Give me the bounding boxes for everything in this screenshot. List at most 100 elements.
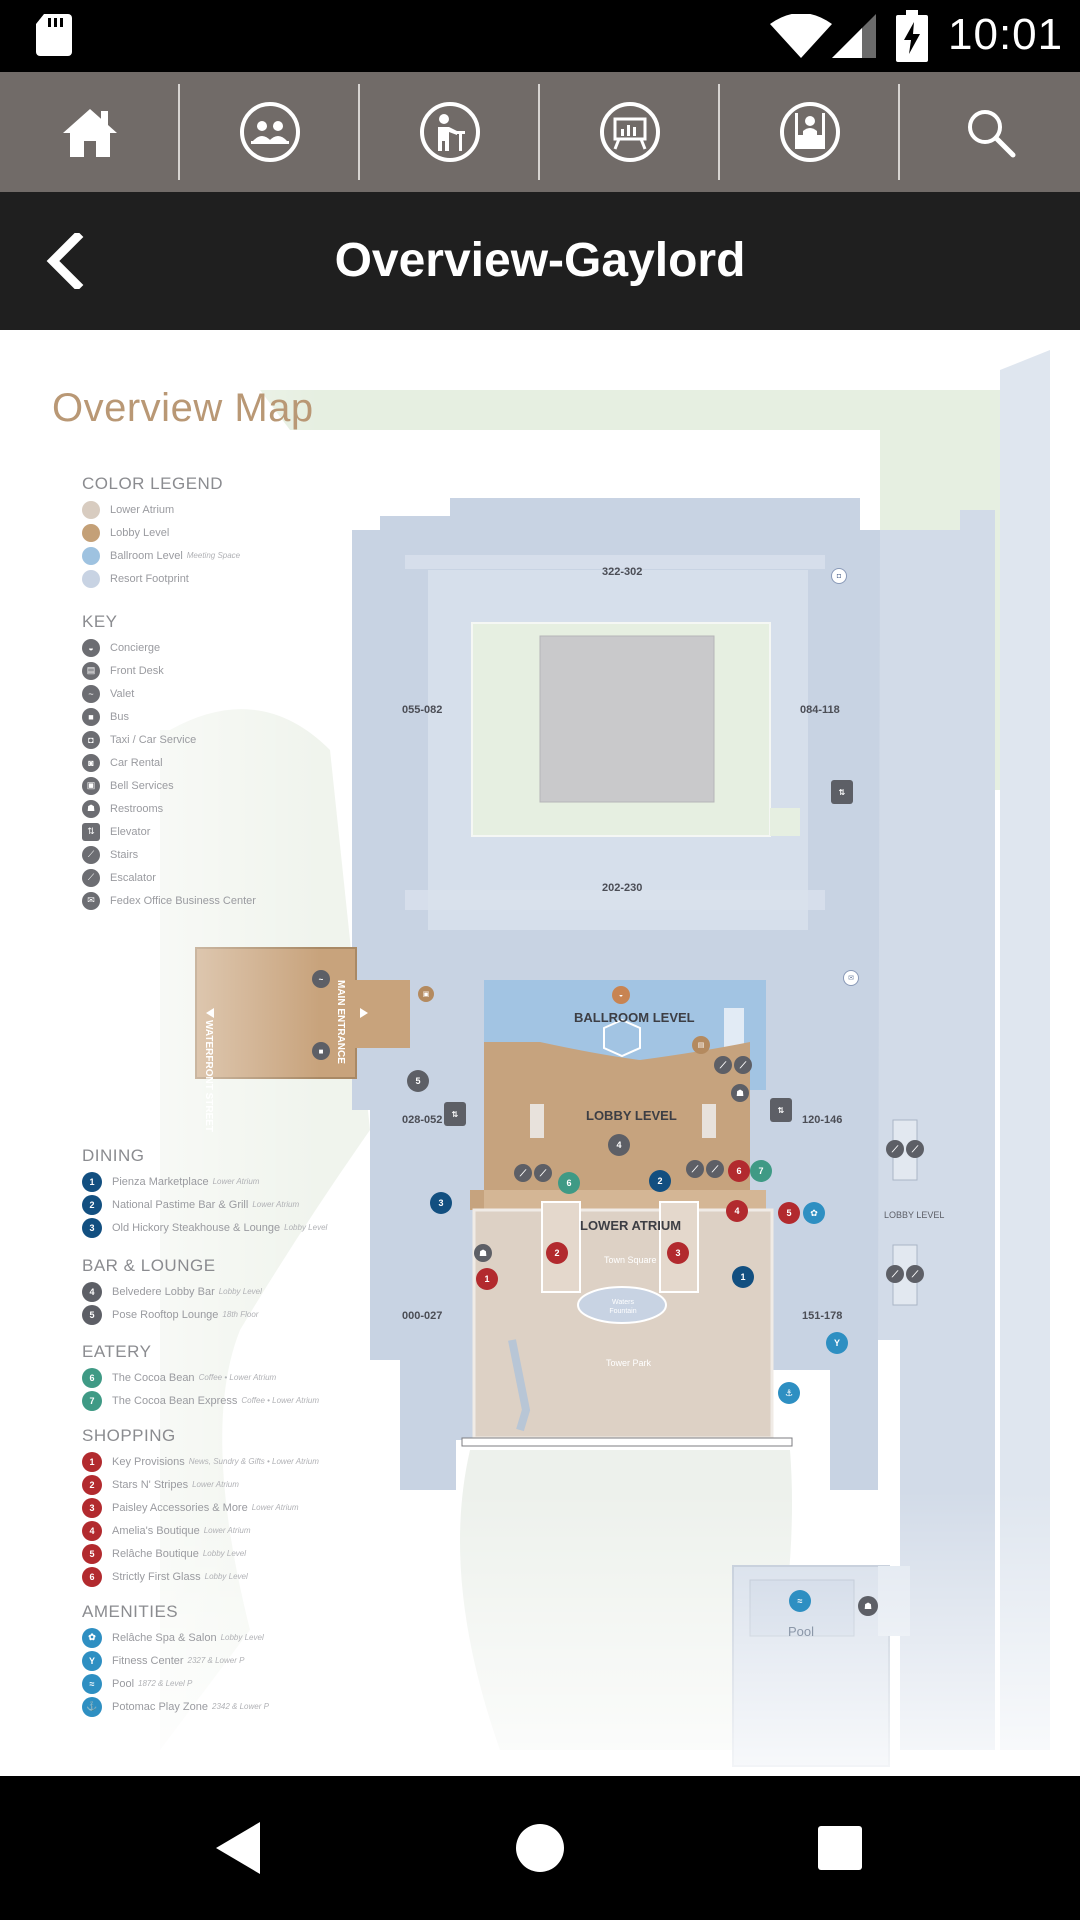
- stairs-pin[interactable]: ⟋: [714, 1056, 732, 1074]
- main-entrance-label: MAIN ENTRANCE: [335, 980, 346, 1064]
- toolbar-sessions-button[interactable]: [540, 72, 720, 192]
- square-recents-icon: [818, 1826, 862, 1870]
- key-row: ✉Fedex Office Business Center: [82, 889, 256, 912]
- toolbar-attendees-button[interactable]: [180, 72, 360, 192]
- nav-recents-button[interactable]: [798, 1806, 882, 1890]
- lower-atrium-label[interactable]: LOWER ATRIUM: [580, 1218, 682, 1233]
- concierge-pin[interactable]: ◒: [612, 986, 630, 1004]
- spa-pin[interactable]: ✿: [803, 1202, 825, 1224]
- eatery-pin-6[interactable]: 6: [558, 1172, 580, 1194]
- shop-pin-4[interactable]: 4: [726, 1200, 748, 1222]
- elevator-icon: ⇅: [82, 822, 100, 841]
- presentation-icon: [600, 102, 660, 162]
- item-note: Lower Atrium: [252, 1200, 300, 1209]
- key-label: Taxi / Car Service: [110, 733, 197, 746]
- stairs-pin[interactable]: ⟋: [886, 1140, 904, 1158]
- shop-pin-1[interactable]: 1: [476, 1268, 498, 1290]
- rooms-label-right-lower: 151-178: [802, 1310, 843, 1322]
- system-nav-bar: [0, 1776, 1080, 1920]
- item-label: Stars N' Stripes: [112, 1478, 189, 1491]
- escalator-pin[interactable]: ⟋: [734, 1056, 752, 1074]
- dining-pin-2[interactable]: 2: [649, 1170, 671, 1192]
- nav-home-button[interactable]: [498, 1806, 582, 1890]
- front-desk-pin[interactable]: ▤: [692, 1036, 710, 1054]
- stairs-pin[interactable]: ⟋: [686, 1160, 704, 1178]
- shopping-bag-icon: 6: [82, 1566, 102, 1587]
- escalator-pin[interactable]: ⟋: [906, 1265, 924, 1283]
- stairs-pin[interactable]: ⟋: [886, 1265, 904, 1283]
- lobby-level-side-label: LOBBY LEVEL: [884, 1210, 945, 1220]
- legend-label: Ballroom Level: [110, 549, 183, 562]
- cocktail-icon: 4: [82, 1281, 102, 1302]
- item-label: The Cocoa Bean: [112, 1371, 195, 1384]
- stairs-pin[interactable]: ⟋: [514, 1164, 532, 1182]
- item-label: Fitness Center: [112, 1654, 184, 1667]
- key-row: ⟋Escalator: [82, 866, 256, 889]
- bar-pin-4[interactable]: 4: [608, 1134, 630, 1156]
- fedex-office-pin[interactable]: ✉: [843, 970, 859, 986]
- toolbar-exhibitors-button[interactable]: [720, 72, 900, 192]
- elevator-pin[interactable]: ⇅: [831, 780, 853, 804]
- fitness-pin[interactable]: Y: [826, 1332, 848, 1354]
- shop-pin-3[interactable]: 3: [667, 1242, 689, 1264]
- key-label: Front Desk: [110, 664, 164, 677]
- dining-icon: 3: [82, 1217, 102, 1238]
- nav-back-button[interactable]: [198, 1806, 282, 1890]
- sd-card-icon: [36, 14, 72, 56]
- shop-pin-5[interactable]: 5: [778, 1202, 800, 1224]
- toolbar-home-button[interactable]: [0, 72, 180, 192]
- escalator-pin[interactable]: ⟋: [706, 1160, 724, 1178]
- rooms-label-right-upper: 084-118: [800, 704, 840, 716]
- bar-pin-5[interactable]: 5: [407, 1070, 429, 1092]
- fountain-label: Waters Fountain: [609, 1299, 637, 1315]
- toolbar-search-button[interactable]: [900, 72, 1080, 192]
- restrooms-pin[interactable]: ☗: [858, 1596, 878, 1616]
- dining-pin-3[interactable]: 3: [430, 1192, 452, 1214]
- item-label: The Cocoa Bean Express: [112, 1394, 238, 1407]
- bell-services-pin[interactable]: ▣: [418, 986, 434, 1002]
- item-label: Pool: [112, 1677, 135, 1690]
- escalator-pin[interactable]: ⟋: [906, 1140, 924, 1158]
- item-label: Potomac Play Zone: [112, 1700, 208, 1713]
- rooms-label-top: 322-302: [602, 566, 643, 578]
- shop-pin-6[interactable]: 6: [728, 1160, 750, 1182]
- play-zone-pin[interactable]: ⚓: [778, 1382, 800, 1404]
- item-label: Strictly First Glass: [112, 1570, 201, 1583]
- escalator-pin[interactable]: ⟋: [534, 1164, 552, 1182]
- elevator-pin[interactable]: ⇅: [770, 1098, 792, 1122]
- back-button[interactable]: [30, 226, 100, 296]
- valet-pin[interactable]: ~: [312, 970, 330, 988]
- title-bar: Overview-Gaylord: [0, 192, 1080, 330]
- pool-icon: ≈: [82, 1673, 102, 1694]
- pool-pin[interactable]: ≈: [789, 1590, 811, 1612]
- bus-pin[interactable]: ■: [312, 1042, 330, 1060]
- dining-pin-1[interactable]: 1: [732, 1266, 754, 1288]
- eatery-pin-7[interactable]: 7: [750, 1160, 772, 1182]
- taxi-pin[interactable]: ◘: [831, 568, 847, 584]
- swatch: [82, 546, 100, 565]
- shop-pin-2[interactable]: 2: [546, 1242, 568, 1264]
- toolbar-speakers-button[interactable]: [360, 72, 540, 192]
- restrooms-icon: ☗: [82, 799, 100, 818]
- elevator-pin[interactable]: ⇅: [444, 1102, 466, 1126]
- legend-row: Lower Atrium: [82, 498, 240, 521]
- rooms-label-left-mid: 028-052: [402, 1114, 443, 1126]
- top-toolbar: [0, 72, 1080, 192]
- lobby-level-label[interactable]: LOBBY LEVEL: [586, 1108, 677, 1123]
- restrooms-pin[interactable]: ☗: [474, 1244, 492, 1262]
- key-heading: KEY: [82, 612, 118, 631]
- overview-map[interactable]: Overview Map COLOR LEGEND Lower Atrium L…: [0, 330, 1080, 1776]
- swatch: [82, 500, 100, 519]
- ballroom-level-label[interactable]: BALLROOM LEVEL: [574, 1010, 695, 1025]
- restrooms-pin[interactable]: ☗: [731, 1084, 749, 1102]
